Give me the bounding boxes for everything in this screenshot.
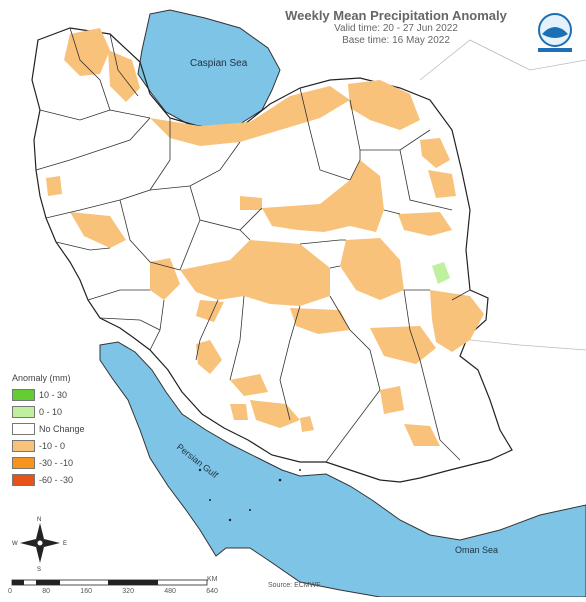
legend-label: -60 - -30 [39,474,74,485]
legend-label: -30 - -10 [39,457,74,468]
map-title: Weekly Mean Precipitation Anomaly [285,8,507,23]
oman-sea-label: Oman Sea [455,545,498,555]
legend: Anomaly (mm) 10 - 30 0 - 10 No Change -1… [12,373,104,488]
legend-swatch [12,439,35,452]
legend-swatch [12,456,35,469]
gulf-islands [198,468,301,522]
caspian-sea [137,9,281,129]
organization-logo-icon [538,13,572,52]
legend-label: 0 - 10 [39,406,63,417]
legend-label: -10 - 0 [39,440,66,451]
svg-text:W: W [12,541,18,547]
scale-tick: 0 [8,588,12,595]
scale-labels: 0 80 160 320 480 640 KM [8,576,218,596]
scale-tick: 640 [206,588,218,595]
caspian-sea-label: Caspian Sea [190,58,248,69]
province-borders [35,27,471,463]
iran-outline [31,27,513,483]
legend-title: Anomaly (mm) [12,373,71,383]
scale-bar [11,579,208,586]
scale-tick: 160 [80,588,92,595]
legend-item: 0 - 10 [12,403,104,420]
title-block: Weekly Mean Precipitation Anomaly Valid … [262,8,530,47]
anomaly-patches-negative [46,28,484,446]
legend-swatch [12,405,35,418]
legend-swatch [12,473,35,486]
legend-swatch [12,422,35,435]
legend-item: No Change [12,420,104,437]
persian-gulf-and-oman-sea [99,341,586,598]
legend-item: -30 - -10 [12,454,104,471]
neighbor-border [469,339,586,351]
svg-text:E: E [63,541,67,547]
base-time: Base time: 16 May 2022 [342,35,450,46]
compass-rose-icon: N S W E [12,517,67,573]
scale-unit: KM [207,576,218,583]
legend-label: No Change [39,423,85,434]
legend-label: 10 - 30 [39,389,68,400]
legend-item: -10 - 0 [12,437,104,454]
svg-text:N: N [37,517,41,523]
scale-tick: 320 [122,588,134,595]
source-note: Source: ECMWF [268,582,321,589]
scale-tick: 480 [164,588,176,595]
legend-item: 10 - 30 [12,386,104,403]
neighbor-border [419,39,586,81]
valid-time: Valid time: 20 - 27 Jun 2022 [334,23,458,34]
scale-tick: 80 [42,588,50,595]
svg-text:S: S [37,567,41,573]
anomaly-patch-positive [432,262,450,284]
legend-item: -60 - -30 [12,471,104,488]
legend-swatch [12,388,35,401]
